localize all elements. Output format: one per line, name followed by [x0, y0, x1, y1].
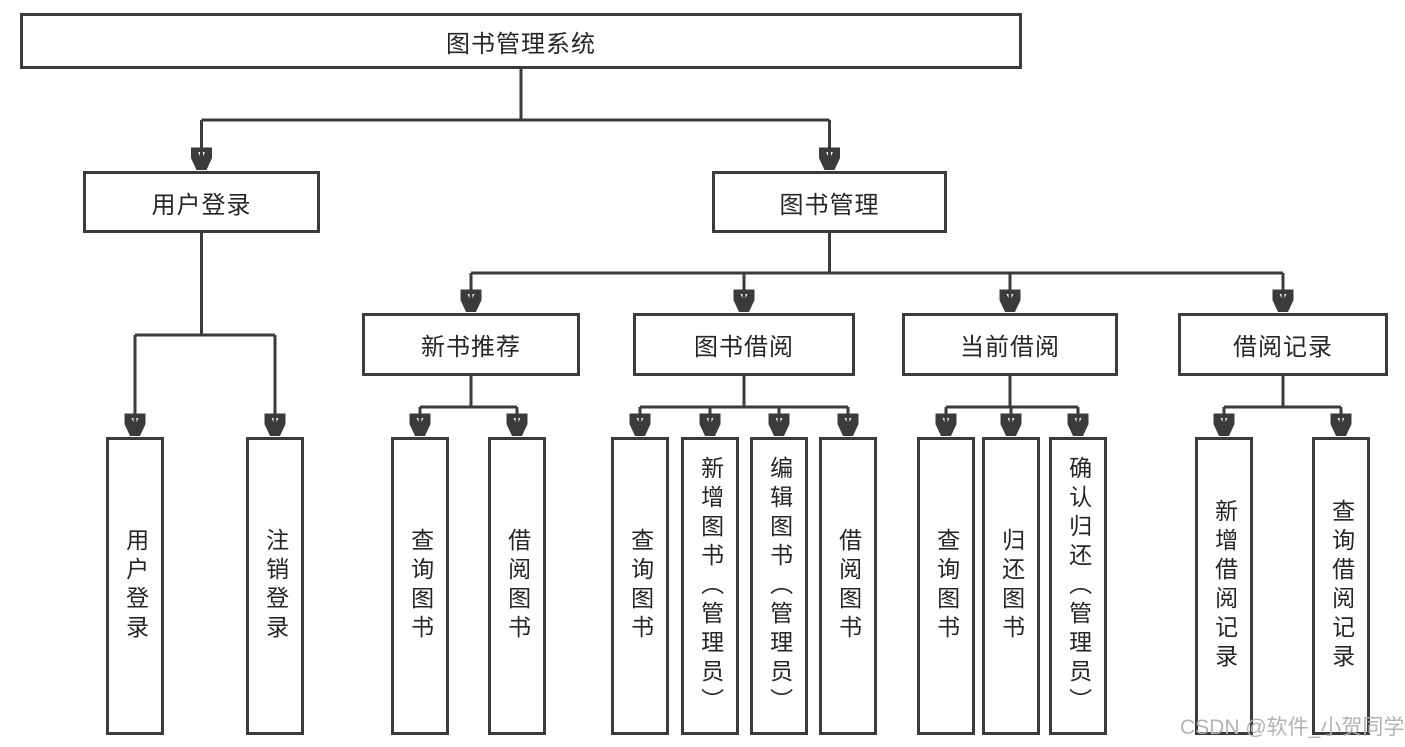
- node-login: 用户登录: [106, 437, 164, 735]
- node-query-books-borrowing: 查询图书: [611, 437, 669, 735]
- node-logout: 注销登录: [246, 437, 304, 735]
- node-user-login-label: 用户登录: [151, 191, 252, 219]
- node-confirm-return-admin-label: 确认归还（管理员）: [1065, 455, 1092, 717]
- node-borrowing-records-label: 借阅记录: [1233, 334, 1333, 361]
- node-new-book-recommendation-label: 新书推荐: [421, 334, 521, 361]
- node-query-borrow-record: 查询借阅记录: [1312, 437, 1370, 735]
- node-current-borrowing-label: 当前借阅: [960, 334, 1060, 361]
- node-book-borrowing-label: 图书借阅: [694, 334, 794, 361]
- node-return-books: 归还图书: [982, 437, 1040, 735]
- node-root-label: 图书管理系统: [446, 30, 596, 58]
- node-query-books-current: 查询图书: [917, 437, 975, 735]
- connector-root-to-level2: [202, 69, 830, 170]
- node-borrow-books-borrowing: 借阅图书: [819, 437, 877, 735]
- connector-new-book-children: [420, 376, 517, 436]
- node-add-book-admin-label: 新增图书（管理员）: [697, 455, 724, 717]
- node-return-books-label: 归还图书: [998, 528, 1025, 644]
- node-edit-book-admin-label: 编辑图书（管理员）: [766, 455, 793, 717]
- node-user-login: 用户登录: [83, 171, 320, 233]
- node-new-book-recommendation: 新书推荐: [362, 313, 580, 376]
- node-add-borrow-record: 新增借阅记录: [1195, 437, 1253, 735]
- node-book-management-label: 图书管理: [779, 191, 880, 219]
- node-current-borrowing: 当前借阅: [902, 313, 1118, 376]
- connector-borrowing-records-children: [1224, 376, 1341, 436]
- node-query-books-borrowing-label: 查询图书: [627, 528, 654, 644]
- node-borrow-books-borrowing-label: 借阅图书: [835, 528, 862, 644]
- node-book-management: 图书管理: [712, 171, 947, 233]
- node-query-books-current-label: 查询图书: [933, 528, 960, 644]
- node-logout-label: 注销登录: [262, 528, 289, 644]
- node-borrow-books-recommend-label: 借阅图书: [504, 528, 531, 644]
- node-add-book-admin: 新增图书（管理员）: [681, 437, 739, 735]
- node-query-books-recommend: 查询图书: [391, 437, 449, 735]
- node-book-borrowing: 图书借阅: [633, 313, 855, 376]
- node-confirm-return-admin: 确认归还（管理员）: [1049, 437, 1107, 735]
- csdn-watermark: CSDN @软件_小贺同学: [1180, 716, 1405, 739]
- connector-current-borrowing-children: [946, 376, 1078, 436]
- node-query-borrow-record-label: 查询借阅记录: [1328, 499, 1355, 673]
- node-root: 图书管理系统: [20, 13, 1022, 69]
- connector-user-login-children: [135, 233, 275, 436]
- node-query-books-recommend-label: 查询图书: [407, 528, 434, 644]
- node-edit-book-admin: 编辑图书（管理员）: [750, 437, 808, 735]
- node-borrow-books-recommend: 借阅图书: [488, 437, 546, 735]
- node-borrowing-records: 借阅记录: [1178, 313, 1388, 376]
- node-add-borrow-record-label: 新增借阅记录: [1211, 499, 1238, 673]
- connector-book-borrowing-children: [640, 376, 848, 436]
- connector-book-management-children: [471, 233, 1283, 312]
- node-login-label: 用户登录: [122, 528, 149, 644]
